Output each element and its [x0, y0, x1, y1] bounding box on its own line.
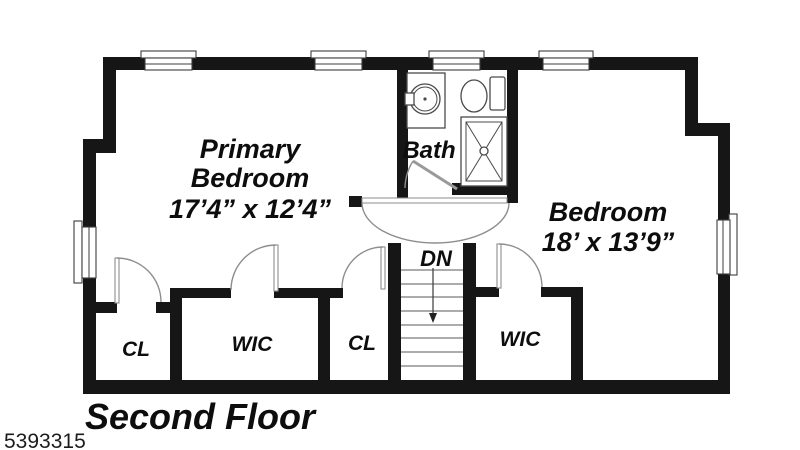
wic-left-door [230, 244, 279, 292]
closet-left-top-wall-a [96, 302, 117, 313]
wic-left-top-wall-a [182, 288, 231, 298]
bath-left-wall [397, 70, 408, 203]
bath-door [404, 159, 458, 191]
bedroom-label: Bedroom [549, 197, 668, 227]
sink-vanity [404, 72, 446, 129]
primary-bedroom-label-line2: Bedroom [191, 163, 310, 193]
closet-left-door [114, 257, 162, 304]
window-left [73, 220, 97, 284]
floor-title: Second Floor [85, 396, 317, 437]
bedroom-dimensions: 18’ x 13’9” [542, 227, 675, 257]
doors [114, 159, 543, 304]
stairs-dn-label: DN [420, 246, 453, 271]
bath-fixtures [404, 72, 508, 187]
wic-left-label: WIC [232, 333, 274, 356]
closet-left-top-wall-b [156, 302, 174, 313]
toilet [460, 76, 506, 113]
window-top-4 [538, 50, 594, 71]
bath-right-wall [507, 70, 518, 203]
wall-wic-cl2 [318, 288, 330, 383]
bottom-wall [83, 380, 730, 394]
stairwell-left-wall [388, 243, 401, 383]
wic-right-side-wall [571, 287, 583, 383]
hall-double-door [361, 197, 510, 244]
interior-walls [96, 70, 583, 383]
staircase [401, 268, 463, 367]
listing-id: 5393315 [4, 430, 86, 450]
bath-label: Bath [402, 137, 455, 164]
window-top-1 [140, 50, 197, 71]
hall-door-arc-left [361, 202, 436, 244]
window-right [716, 213, 738, 276]
upper-left-wall [103, 57, 116, 152]
hall-left-stub [349, 196, 362, 207]
stairs-down-arrow-icon [429, 313, 437, 323]
wic-left-top-wall-b [274, 288, 320, 298]
hall-door-header [361, 197, 508, 204]
windows [73, 50, 738, 284]
faucet-icon [404, 92, 415, 106]
closet-middle-label: CL [348, 332, 376, 355]
shower [460, 116, 508, 187]
upper-right-wall [685, 57, 698, 135]
window-top-2 [310, 50, 367, 71]
wic-right-top-wall-b [541, 287, 573, 297]
primary-bedroom-dimensions: 17’4” x 12’4” [169, 194, 332, 224]
wic-right-label: WIC [500, 328, 542, 351]
wic-right-door [496, 243, 543, 289]
shower-drain-icon [479, 146, 489, 156]
stairwell-right-wall [463, 243, 476, 383]
hall-door-arc-right [434, 202, 510, 244]
primary-bedroom-label-line1: Primary [200, 134, 303, 164]
room-labels: Primary Bedroom 17’4” x 12’4” Bath Bedro… [122, 134, 675, 361]
closet-middle-door [341, 246, 386, 290]
closet-middle-top-wall [330, 288, 343, 298]
wall-cl-wic [170, 288, 182, 383]
window-top-3 [428, 50, 485, 71]
closet-left-label: CL [122, 338, 150, 361]
wic-right-top-wall-a [476, 287, 499, 297]
